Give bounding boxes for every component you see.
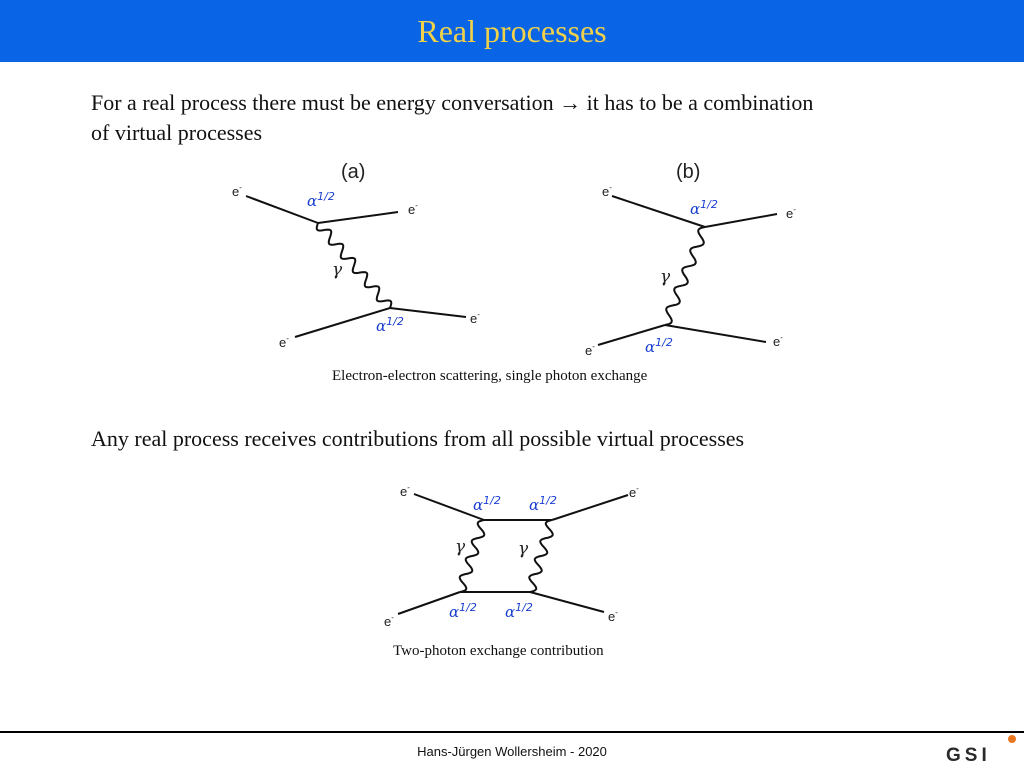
title-bar bbox=[0, 0, 1024, 62]
caption-two-photon: Two-photon exchange contribution bbox=[393, 643, 604, 659]
photon-label: γ bbox=[660, 267, 671, 287]
electron-label: e- bbox=[585, 342, 595, 358]
logo-dot-icon bbox=[1008, 735, 1016, 743]
diagram-a: (a) e- e- e- e- γ α1/2 α1/2 bbox=[232, 161, 480, 350]
electron-line bbox=[317, 211, 399, 224]
electron-line bbox=[704, 213, 778, 228]
electron-label: e- bbox=[279, 334, 289, 350]
electron-label: e- bbox=[629, 484, 639, 500]
photon-line bbox=[315, 222, 393, 309]
electron-line bbox=[611, 195, 706, 228]
electron-line bbox=[529, 591, 605, 613]
electron-label: e- bbox=[773, 333, 783, 349]
electron-label: e- bbox=[384, 613, 394, 629]
alpha-label: α1/2 bbox=[307, 190, 335, 210]
photon-label: γ bbox=[332, 260, 343, 280]
alpha-label: α1/2 bbox=[449, 601, 477, 621]
electron-label: e- bbox=[786, 205, 796, 221]
electron-line bbox=[389, 307, 467, 318]
electron-label: e- bbox=[602, 183, 612, 199]
alpha-label: α1/2 bbox=[690, 198, 718, 218]
intro-line-2: of virtual processes bbox=[91, 120, 263, 145]
electron-line bbox=[413, 493, 485, 521]
alpha-label: α1/2 bbox=[376, 315, 404, 335]
electron-label: e- bbox=[400, 483, 410, 499]
gsi-logo: GSI bbox=[946, 735, 1016, 766]
electron-label: e- bbox=[408, 201, 418, 217]
photon-line bbox=[458, 519, 486, 593]
electron-line bbox=[597, 324, 666, 346]
footer-author: Hans-Jürgen Wollersheim - 2020 bbox=[417, 744, 607, 759]
intro-line-1: For a real process there must be energy … bbox=[91, 90, 814, 115]
electron-line bbox=[664, 324, 767, 343]
photon-line bbox=[664, 226, 706, 326]
electron-line bbox=[294, 307, 391, 338]
diagram-two-photon: e- e- e- e- γ γ α1/2 α1/2 α1/2 α1/2 bbox=[384, 483, 639, 629]
photon-label: γ bbox=[455, 537, 466, 557]
alpha-label: α1/2 bbox=[529, 494, 557, 514]
alpha-label: α1/2 bbox=[505, 601, 533, 621]
alpha-label: α1/2 bbox=[473, 494, 501, 514]
photon-line bbox=[528, 519, 554, 593]
diagram-b: (b) e- e- e- e- γ α1/2 α1/2 bbox=[585, 161, 796, 358]
electron-label: e- bbox=[608, 608, 618, 624]
intro-paragraph: For a real process there must be energy … bbox=[91, 88, 813, 148]
slide-title: Real processes bbox=[417, 13, 607, 49]
panel-b-label: (b) bbox=[676, 161, 700, 183]
caption-single-photon: Electron-electron scattering, single pho… bbox=[332, 368, 648, 384]
electron-line bbox=[551, 494, 629, 521]
electron-label: e- bbox=[232, 183, 242, 199]
panel-a-label: (a) bbox=[341, 161, 365, 183]
electron-line bbox=[245, 195, 319, 224]
photon-label: γ bbox=[518, 539, 529, 559]
contributions-paragraph: Any real process receives contributions … bbox=[91, 426, 745, 451]
alpha-label: α1/2 bbox=[645, 336, 673, 356]
electron-line bbox=[397, 591, 461, 615]
footer-divider bbox=[0, 731, 1024, 733]
gsi-logo-text: GSI bbox=[946, 745, 991, 766]
electron-label: e- bbox=[470, 310, 480, 326]
